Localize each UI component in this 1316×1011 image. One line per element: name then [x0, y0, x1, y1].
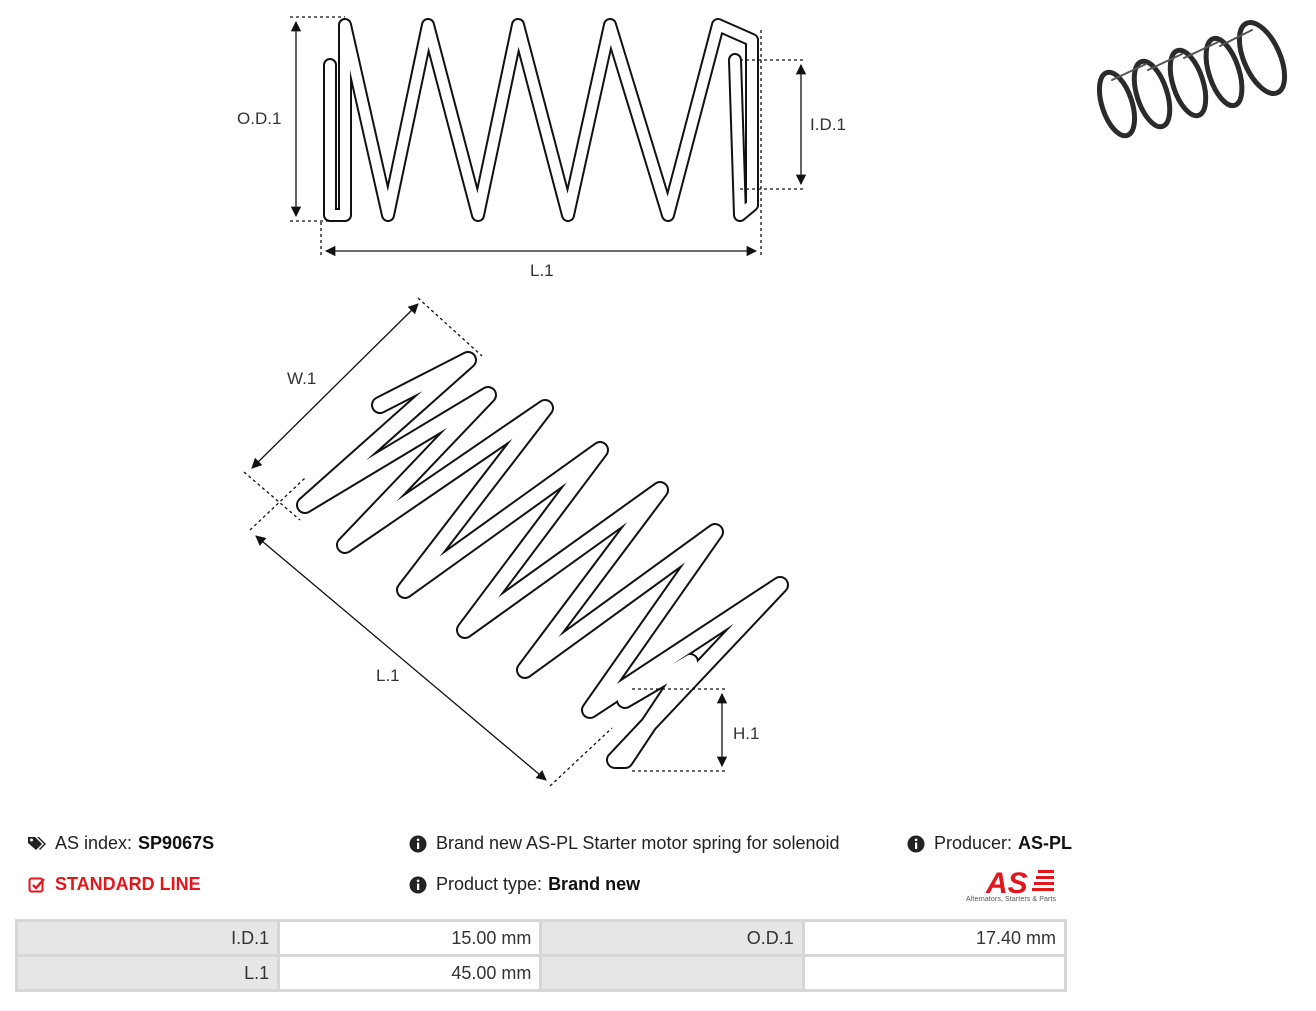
- info-circle-icon: [408, 834, 428, 854]
- tags-icon: [27, 834, 47, 854]
- product-photo: [1096, 20, 1288, 139]
- logo-tagline: Alternators, Starters & Parts: [966, 896, 1057, 903]
- length-dimension-top: [320, 30, 762, 257]
- product-type-value: Brand new: [548, 874, 641, 894]
- producer-value: AS-PL: [1018, 833, 1073, 853]
- standard-line-label: STANDARD LINE: [55, 874, 201, 894]
- as-pl-logo: AS Alternators, Starters & Parts: [966, 866, 1068, 908]
- spring-side-view: [323, 18, 759, 222]
- product-type-label: Product type:: [436, 874, 543, 894]
- length-label-top: L.1: [530, 261, 554, 280]
- spring-technical-drawing: O.D.1 I.D.1 L.1 W.1 L.1 H.1: [237, 16, 1288, 787]
- spec-value: [804, 957, 1064, 989]
- as-logo-mark: AS: [985, 867, 1054, 896]
- info-circle-icon: [408, 875, 428, 895]
- specs-table: I.D.1 15.00 mm O.D.1 17.40 mm L.1 45.00 …: [15, 919, 1067, 992]
- as-index-label: AS index:: [55, 833, 133, 853]
- product-type-row: Product type: Brand new: [408, 874, 640, 895]
- product-description: Brand new AS-PL Starter motor spring for…: [436, 833, 840, 853]
- spec-value: 17.40 mm: [804, 922, 1064, 954]
- height-dimension: [632, 688, 728, 772]
- id-label: I.D.1: [810, 115, 846, 134]
- spec-label: L.1: [18, 957, 278, 989]
- producer-label: Producer:: [934, 833, 1013, 853]
- id-dimension: [740, 59, 807, 190]
- od-label: O.D.1: [237, 109, 281, 128]
- description-row: Brand new AS-PL Starter motor spring for…: [408, 833, 840, 854]
- as-index-row: AS index: SP9067S: [27, 833, 214, 854]
- check-square-icon: [27, 875, 47, 895]
- spec-label: [542, 957, 802, 989]
- as-index-value: SP9067S: [138, 833, 215, 853]
- table-row: I.D.1 15.00 mm O.D.1 17.40 mm: [18, 922, 1064, 954]
- spec-value: 45.00 mm: [280, 957, 540, 989]
- svg-text:AS: AS: [985, 867, 1028, 896]
- spec-label: I.D.1: [18, 922, 278, 954]
- width-dimension: [243, 297, 483, 521]
- info-circle-icon: [906, 834, 926, 854]
- spec-value: 15.00 mm: [280, 922, 540, 954]
- standard-line-row: STANDARD LINE: [27, 874, 201, 895]
- od-dimension: [290, 16, 345, 222]
- width-label: W.1: [287, 369, 316, 388]
- spring-angled-view: [296, 351, 789, 769]
- height-label: H.1: [733, 724, 759, 743]
- length-label-angled: L.1: [376, 666, 400, 685]
- length-dimension-angled: [249, 477, 613, 787]
- producer-row: Producer: AS-PL: [906, 833, 1072, 854]
- spec-label: O.D.1: [542, 922, 802, 954]
- table-row: L.1 45.00 mm: [18, 957, 1064, 989]
